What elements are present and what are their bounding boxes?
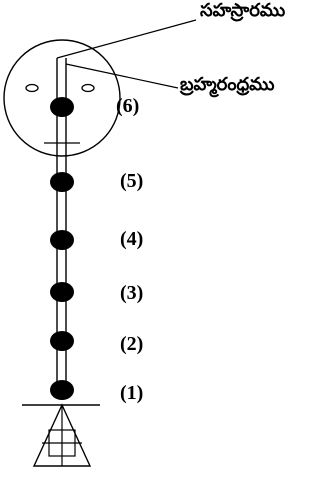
aperture-pointer-line [65, 63, 179, 89]
head-outline [3, 39, 121, 157]
chakra-label-2: (2) [120, 333, 144, 355]
chakra-label-6: (6) [116, 95, 140, 117]
aperture-label: బ్రహ్మరంధ్రము [180, 74, 275, 95]
chakra-label-1: (1) [120, 382, 144, 404]
left-eye [25, 83, 39, 93]
chakra-dot-1 [50, 380, 74, 400]
crown-label: సహస్రారము [200, 0, 286, 21]
chakra-dot-2 [50, 331, 74, 351]
crown-pointer-line [56, 19, 197, 59]
chakra-label-4: (4) [120, 228, 144, 250]
chakra-dot-5 [50, 172, 74, 192]
chakra-dot-3 [50, 282, 74, 302]
chakra-dot-6 [50, 97, 74, 117]
right-eye [81, 83, 95, 93]
chakra-label-5: (5) [120, 170, 144, 192]
chakra-label-3: (3) [120, 282, 144, 304]
chakra-dot-4 [50, 230, 74, 250]
